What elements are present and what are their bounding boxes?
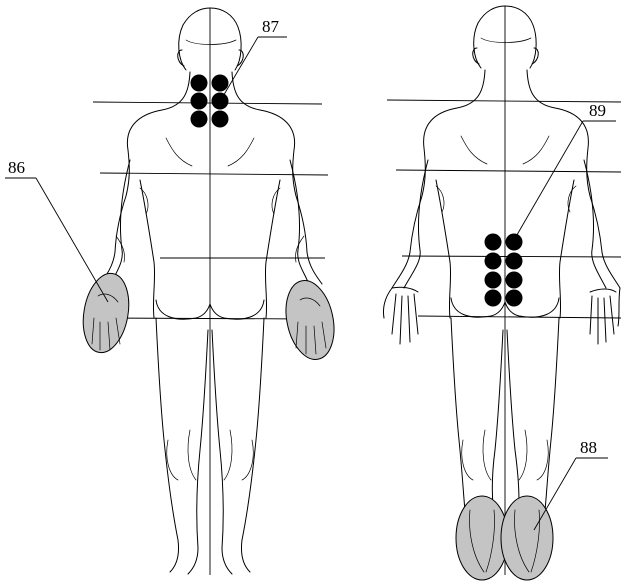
callout-87: 87 xyxy=(262,17,280,36)
heel-zone-left xyxy=(456,496,508,580)
neck-dots xyxy=(191,75,229,128)
ear-left-1 xyxy=(178,50,184,66)
ref-line-shoulder-left xyxy=(93,102,322,104)
scapula-right-2 xyxy=(523,136,549,164)
calf-left-4 xyxy=(224,430,232,480)
neck-dot xyxy=(212,111,229,128)
forearm-line-left-1 xyxy=(116,236,125,262)
scapula-left-1 xyxy=(166,138,192,166)
hand-left-open xyxy=(383,287,418,344)
lower-back-dot xyxy=(506,290,523,307)
torso-right xyxy=(392,70,620,288)
lower-back-dot xyxy=(506,234,523,251)
calf-right-3 xyxy=(483,430,491,480)
lower-back-dot xyxy=(506,253,523,270)
ref-line-hip-left xyxy=(104,318,308,319)
hair-line-left xyxy=(186,40,236,45)
calf-right-4 xyxy=(519,430,527,480)
lower-back-dot xyxy=(506,272,523,289)
callout-86: 86 xyxy=(8,158,25,177)
ear-right-1 xyxy=(473,48,479,64)
calf-left-3 xyxy=(188,430,196,480)
lower-back-dot xyxy=(485,272,502,289)
neck-dot xyxy=(191,93,208,110)
neck-dot xyxy=(212,75,229,92)
lower-back-dot xyxy=(485,234,502,251)
hair-line-right xyxy=(481,38,531,43)
calf-left-1 xyxy=(167,440,178,480)
calf-left-2 xyxy=(242,440,253,480)
lower-back-dot xyxy=(485,253,502,270)
scapula-left-2 xyxy=(228,138,254,166)
neck-dot xyxy=(212,93,229,110)
ref-line-shoulder-right xyxy=(387,100,621,102)
lower-back-dot xyxy=(485,290,502,307)
neck-dot xyxy=(191,111,208,128)
callout-89: 89 xyxy=(589,101,606,120)
heel-zone-right xyxy=(501,496,553,580)
hand-zone-left xyxy=(77,270,134,356)
neck-dot xyxy=(191,75,208,92)
hand-right-open xyxy=(590,288,620,344)
lower-back-dots xyxy=(485,234,523,307)
calf-right-2 xyxy=(537,440,548,480)
hand-zone-right xyxy=(279,276,341,364)
scapula-right-1 xyxy=(461,136,487,164)
callout-88: 88 xyxy=(580,438,597,457)
leader-86 xyxy=(36,178,108,302)
leader-87 xyxy=(222,37,258,98)
figure-right: 89 88 xyxy=(383,6,621,580)
leader-89 xyxy=(514,121,583,240)
figure-left: 86 87 xyxy=(5,8,341,575)
leader-88 xyxy=(534,458,576,530)
calf-right-1 xyxy=(462,440,473,480)
